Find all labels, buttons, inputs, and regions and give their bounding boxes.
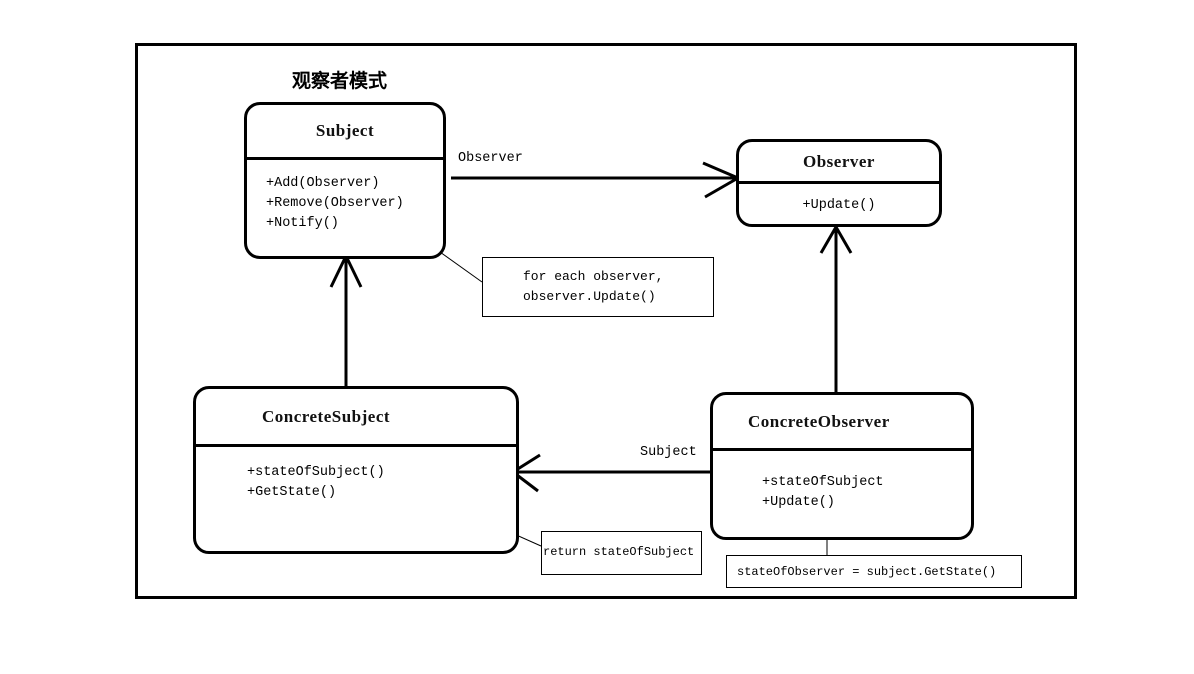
method-get-state: +GetState() (247, 485, 337, 500)
note-line: stateOfObserver = subject.GetState() (737, 565, 997, 579)
inheritance-arrow-concreteobserver-observer (819, 226, 853, 393)
association-arrow-subject-observer (451, 161, 739, 199)
class-name: Observer (739, 142, 939, 184)
method-update: +Update() (802, 198, 876, 213)
association-label-observer: Observer (458, 151, 523, 166)
method-remove: +Remove(Observer) (266, 196, 404, 211)
class-name: Subject (247, 105, 443, 160)
class-subject: Subject +Add(Observer) +Remove(Observer)… (244, 102, 446, 259)
class-concrete-observer: ConcreteObserver +stateOfSubject +Update… (710, 392, 974, 540)
diagram-title: 观察者模式 (292, 70, 388, 92)
diagram-frame (135, 43, 1077, 599)
note-line: return stateOfSubject (543, 545, 695, 559)
member-state-of-subject: +stateOfSubject (762, 475, 884, 490)
inheritance-arrow-concretesubject-subject (329, 255, 363, 387)
note-update: stateOfObserver = subject.GetState() (726, 555, 1022, 588)
class-concrete-subject: ConcreteSubject +stateOfSubject() +GetSt… (193, 386, 519, 554)
association-arrow-concreteobserver-concretesubject (512, 453, 711, 493)
note-line: observer.Update() (523, 289, 656, 304)
note-line: for each observer, (523, 269, 664, 284)
method-notify: +Notify() (266, 216, 339, 231)
class-name: ConcreteSubject (196, 389, 516, 447)
class-name: ConcreteObserver (713, 395, 971, 451)
note-get-state: return stateOfSubject (541, 531, 702, 575)
note-notify: for each observer, observer.Update() (482, 257, 714, 317)
method-update: +Update() (762, 495, 835, 510)
method-add: +Add(Observer) (266, 176, 380, 191)
association-label-subject: Subject (640, 445, 697, 460)
member-state-of-subject: +stateOfSubject() (247, 465, 385, 480)
class-observer: Observer +Update() (736, 139, 942, 227)
